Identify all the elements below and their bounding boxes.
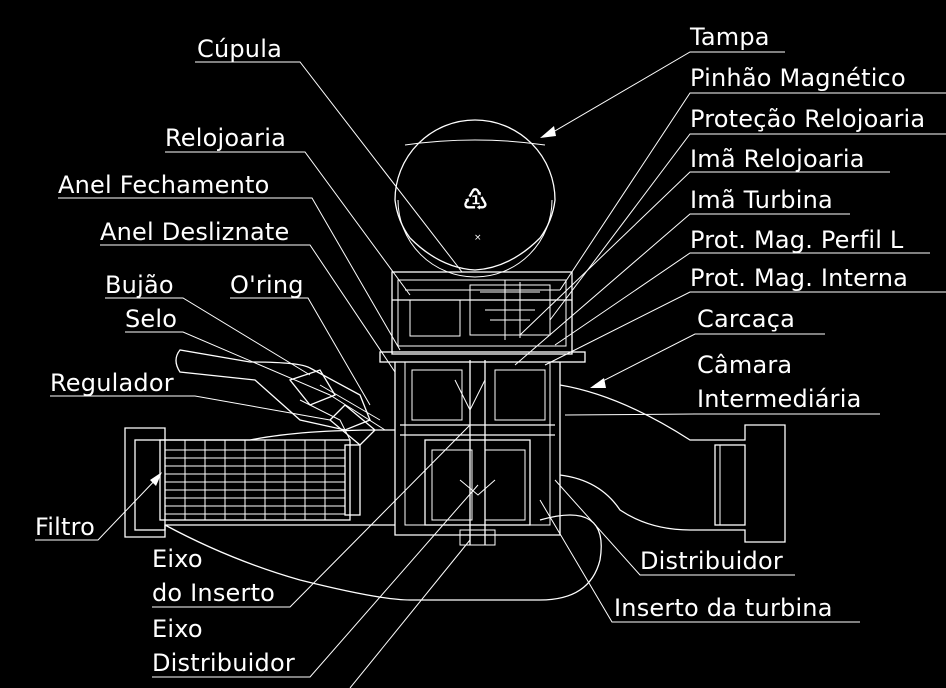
- label-eixo-distribuidor-line1: Eixo: [152, 615, 203, 643]
- regulator-assembly: [175, 349, 386, 446]
- leader-lines: [35, 51, 946, 688]
- label-pinhao-magnetico: Pinhão Magnético: [690, 64, 906, 92]
- register-housing: [379, 271, 586, 363]
- label-ima-turbina: Imã Turbina: [690, 186, 833, 214]
- label-selo: Selo: [125, 305, 178, 333]
- label-intermediaria: Intermediária: [697, 385, 862, 413]
- label-camara: Câmara: [697, 351, 793, 379]
- label-tampa: Tampa: [690, 23, 770, 51]
- label-inserto-turbina: Inserto da turbina: [614, 594, 833, 622]
- label-anel-deslizante: Anel Desliznate: [100, 218, 290, 246]
- meter-body: [394, 360, 561, 546]
- label-relojoaria: Relojoaria: [165, 124, 287, 152]
- label-filtro: Filtro: [35, 513, 96, 541]
- recycle-triangle-icon: ♳: [462, 183, 489, 218]
- svg-text:×: ×: [474, 233, 482, 243]
- dome: ♳ ×: [394, 119, 556, 278]
- outlet-pipe: [539, 384, 786, 601]
- label-bujao: Bujão: [105, 271, 174, 299]
- label-anel-fechamento: Anel Fechamento: [58, 171, 270, 199]
- label-protecao-relojoaria: Proteção Relojoaria: [690, 105, 926, 133]
- label-eixo-distribuidor-line2: Distribuidor: [152, 649, 295, 677]
- label-distribuidor: Distribuidor: [640, 547, 783, 575]
- label-carcaca: Carcaça: [697, 305, 796, 333]
- label-regulador: Regulador: [50, 369, 174, 397]
- filter-element: [159, 439, 361, 521]
- label-prot-mag-interna: Prot. Mag. Interna: [690, 264, 909, 292]
- label-eixo-inserto-line2: do Inserto: [152, 579, 276, 607]
- label-eixo-inserto-line1: Eixo: [152, 545, 203, 573]
- label-ima-relojoaria: Imã Relojoaria: [690, 145, 865, 173]
- label-oring: O'ring: [230, 271, 304, 299]
- inlet-pipe: [124, 427, 540, 601]
- label-cupula: Cúpula: [197, 35, 282, 63]
- label-prot-mag-perfil-l: Prot. Mag. Perfil L: [690, 226, 904, 254]
